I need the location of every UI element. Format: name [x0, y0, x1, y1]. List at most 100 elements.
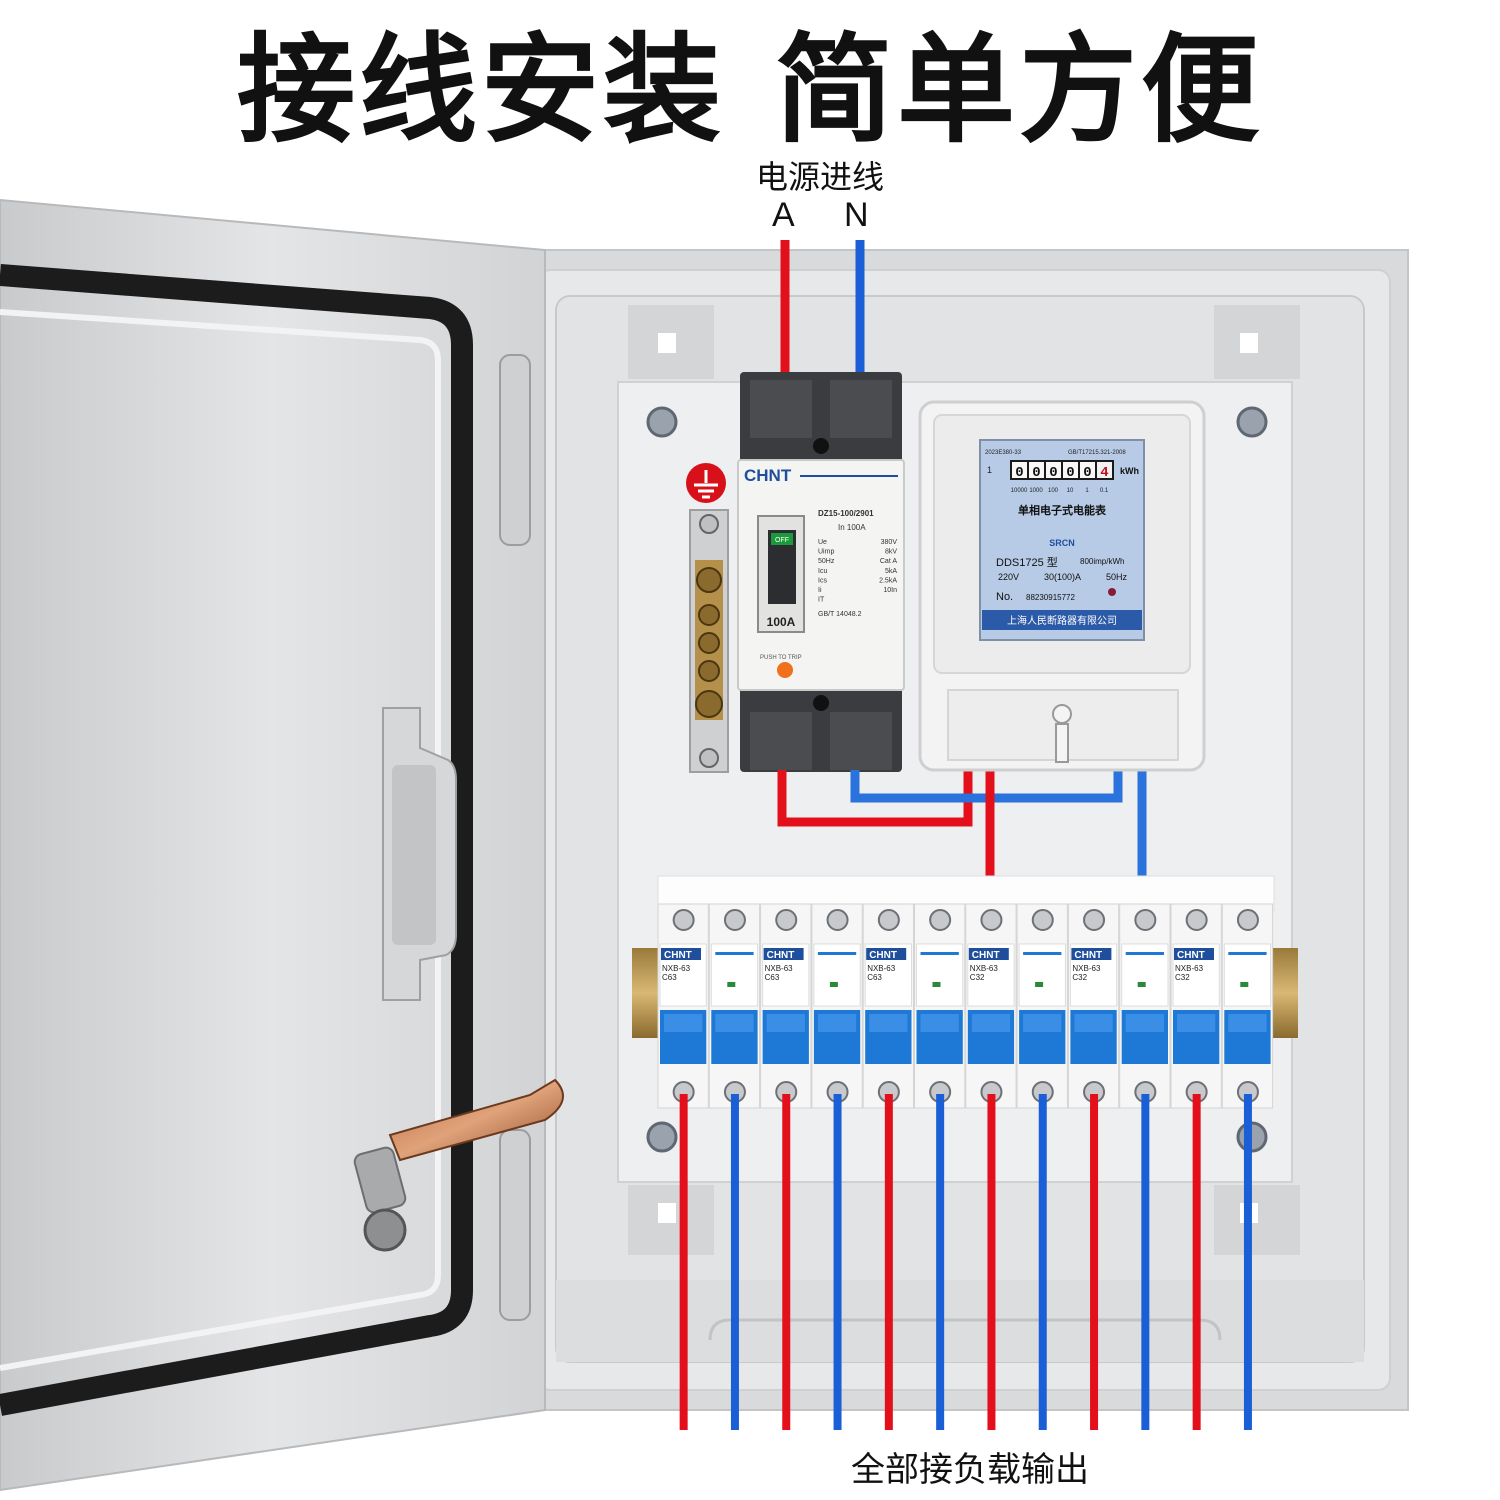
push-to-trip-button[interactable]	[777, 662, 793, 678]
top-terminal-screw[interactable]	[1134, 909, 1157, 931]
mcb-brand: CHNT	[972, 950, 1000, 961]
main-breaker-spec-key: Icu	[818, 568, 827, 575]
phase-n-label: N	[844, 196, 869, 234]
mcb-rating: C63	[867, 973, 882, 982]
internal-wires	[777, 770, 1147, 878]
incoming-wires	[780, 240, 865, 390]
main-breaker-spec-value: 10In	[883, 587, 897, 594]
mcb-rating: C32	[970, 973, 985, 982]
door-handle[interactable]	[382, 707, 457, 1001]
meter-digit: 4	[1100, 465, 1108, 481]
mcb-brand: CHNT	[869, 950, 897, 961]
top-terminal-screw[interactable]	[723, 909, 746, 931]
mcb-model: NXB-63	[867, 964, 896, 973]
meter-freq: 50Hz	[1106, 572, 1128, 582]
mcb-pole[interactable]	[1221, 903, 1274, 1109]
mcb-brand: CHNT	[664, 950, 692, 961]
mcb-row: CHNTNXB-63C63CHNTNXB-63C63CHNTNXB-63C63C…	[657, 903, 1274, 1109]
main-breaker-off: OFF	[775, 537, 789, 544]
output-label: 全部接负载输出	[851, 1450, 1089, 1490]
mcb-brand: CHNT	[1177, 950, 1205, 961]
main-breaker-spec-value: 5kA	[885, 568, 897, 575]
headline-part2: 简单方便	[775, 21, 1264, 159]
ground-terminal-bar	[686, 463, 729, 773]
meter-multiplier: 10	[1067, 488, 1074, 494]
headline: 接线安装简单方便	[0, 20, 1500, 160]
headline-part1: 接线安装	[236, 21, 725, 159]
mcb-pole[interactable]	[708, 903, 761, 1109]
mcb-brand: CHNT	[767, 950, 795, 961]
main-breaker-spec-key: Uimp	[818, 549, 834, 556]
main-breaker-spec-key: Ics	[818, 577, 827, 584]
top-terminal-screw[interactable]	[826, 909, 849, 931]
main-breaker: CHNT OFF 100A DZ15-100/2901 In 100A Ue 38…	[737, 372, 905, 772]
main-breaker-brand: CHNT	[744, 466, 792, 485]
meter-digit-cell	[1012, 462, 1027, 478]
top-terminal-screw[interactable]	[877, 909, 900, 931]
mcb-pole[interactable]	[811, 903, 863, 1109]
main-breaker-spec-value: 2.5kA	[879, 577, 897, 584]
meter-digit: 0	[1066, 465, 1074, 481]
main-breaker-spec-value: 380V	[881, 539, 898, 546]
meter-digit-cell	[1097, 462, 1112, 478]
mcb-pole[interactable]	[1119, 903, 1171, 1109]
meter-digit: 0	[1083, 465, 1091, 481]
meter-digit: 0	[1015, 465, 1023, 481]
mcb-model: NXB-63	[662, 964, 691, 973]
mcb-model: NXB-63	[1072, 964, 1101, 973]
meter-unit: kWh	[1120, 466, 1139, 476]
meter-digit-cell	[1029, 462, 1044, 478]
mcb-rating: C63	[765, 973, 780, 982]
main-breaker-standard: GB/T 14048.2	[818, 611, 862, 618]
meter-title: 单相电子式电能表	[1018, 503, 1107, 517]
top-terminal-screw[interactable]	[775, 909, 798, 931]
meter-digit-cell	[1080, 462, 1095, 478]
meter-serial: 88230915772	[1026, 593, 1075, 602]
meter-imp: 800imp/kWh	[1080, 557, 1124, 566]
main-breaker-spec-key: IT	[818, 597, 825, 604]
power-input-label: 电源进线	[755, 158, 884, 196]
mcb-brand: CHNT	[1074, 950, 1102, 961]
mcb-pole[interactable]	[914, 903, 966, 1109]
ground-strap	[353, 1078, 564, 1252]
mcb-rating: C32	[1175, 973, 1190, 982]
meter-phase-no: 1	[987, 465, 992, 475]
main-breaker-spec-key: Ue	[818, 539, 827, 546]
main-breaker-amp: 100A	[767, 615, 796, 629]
top-terminal-screw[interactable]	[1185, 909, 1208, 931]
mcb-pole[interactable]	[1016, 903, 1068, 1109]
cabinet-door	[0, 198, 546, 1492]
main-breaker-model: DZ15-100/2901	[818, 509, 874, 518]
main-breaker-spec-value: 8kV	[885, 549, 897, 556]
meter-multiplier: 10000	[1011, 488, 1028, 494]
meter-maker: 上海人民断路器有限公司	[1007, 614, 1117, 627]
top-terminal-screw[interactable]	[672, 909, 695, 931]
meter-digit: 0	[1032, 465, 1040, 481]
meter-multiplier: 1000	[1029, 488, 1043, 494]
top-terminal-screw[interactable]	[1083, 909, 1106, 931]
top-terminal-screw[interactable]	[929, 909, 952, 931]
meter-digit-cell	[1046, 462, 1061, 478]
main-breaker-rated: In 100A	[838, 523, 866, 532]
main-breaker-spec-key: 50Hz	[818, 558, 835, 565]
meter-multiplier: 1	[1085, 488, 1089, 494]
main-breaker-spec-key: Ii	[818, 587, 822, 594]
mcb-model: NXB-63	[970, 964, 999, 973]
mcb-model: NXB-63	[765, 964, 794, 973]
top-terminal-screw[interactable]	[1031, 909, 1054, 931]
meter-digit-cell	[1063, 462, 1078, 478]
meter-logo: SRCN	[1049, 538, 1075, 548]
top-terminal-screw[interactable]	[980, 909, 1003, 931]
top-terminal-screw[interactable]	[1236, 909, 1259, 931]
